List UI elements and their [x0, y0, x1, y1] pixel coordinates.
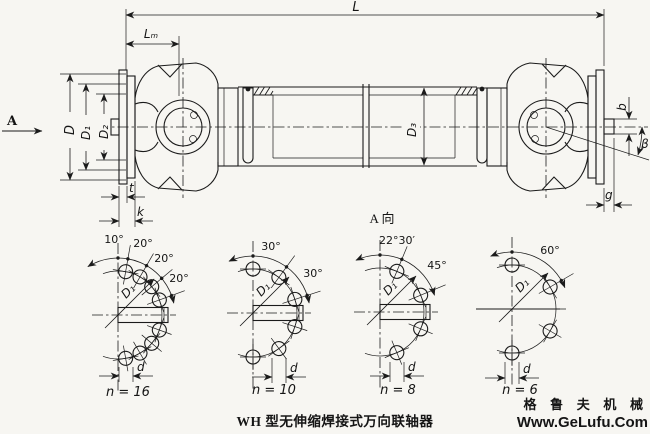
dim-swing-angle: β — [545, 126, 650, 161]
dim-hub-length: Lₘ — [125, 27, 180, 96]
left-grease-fitting — [242, 87, 254, 164]
dim-label-D3: D₃ — [405, 123, 419, 137]
angle-label: 30° — [261, 240, 281, 253]
view-a-title: A 向 — [370, 211, 395, 226]
hole-dia-label: d — [408, 360, 416, 374]
bolt-count-label: n = 16 — [106, 385, 150, 400]
dim-label-beta: β — [640, 137, 649, 151]
bolt-pattern-diagram-2: D₁ 30° 30° d n = 10 — [227, 240, 323, 398]
hole-dia-label: d — [290, 361, 298, 375]
bolt-circle-leader — [366, 275, 417, 326]
angle-label: 22°30′ — [379, 234, 415, 247]
right-grease-fitting — [476, 87, 488, 164]
bolt-circle-leader — [498, 272, 549, 323]
dim-spigot-b: b — [614, 97, 637, 156]
bolt-holes — [499, 257, 574, 366]
watermark-line1: 格 鲁 夫 机 械 — [524, 397, 648, 412]
dim-overall-length: L — [125, 0, 605, 70]
dim-label-t: t — [129, 181, 135, 195]
dim-hole-diameter: d — [252, 358, 306, 383]
angle-label: 45° — [427, 259, 447, 272]
angle-dimension-arc — [490, 249, 566, 289]
right-flange — [587, 69, 615, 185]
hole-dia-label: d — [523, 362, 531, 376]
hole-dia-label: d — [137, 360, 145, 374]
dim-label-D1: D₁ — [79, 126, 93, 140]
dim-hub-k: k — [99, 181, 153, 227]
bolt-holes — [112, 245, 185, 372]
bolt-pattern-diagram-1: D₁ 10° 20° 20° 20° d n = 16 — [87, 233, 189, 400]
dim-diameters-left: D D₁ D₂ — [60, 73, 126, 181]
angle-label: 20° — [133, 237, 153, 250]
dim-hole-diameter: d — [99, 360, 153, 382]
dim-label-D: D — [63, 125, 78, 135]
view-direction-arrow: A — [2, 114, 43, 135]
bolt-count-label: n = 8 — [380, 383, 416, 398]
angle-label: 20° — [169, 272, 189, 285]
main-assembly-view: A L Lₘ D — [2, 0, 650, 227]
bolt-holes — [384, 246, 446, 365]
dim-label-g: g — [605, 188, 613, 202]
dim-tube-diameter: D₃ — [404, 87, 428, 166]
right-weld-hatch — [455, 86, 478, 96]
bolt-circle-leader — [104, 278, 155, 329]
left-weld-hatch — [253, 86, 274, 96]
dim-label-b: b — [615, 103, 629, 111]
dim-label-D2: D₂ — [97, 125, 111, 139]
bolt-pattern-diagram-4: D₁ 60° d n = 6 — [476, 237, 574, 398]
angle-label: 20° — [154, 252, 174, 265]
left-yoke — [134, 58, 239, 198]
bolt-pattern-diagram-3: D₁ 22°30′ 45° d n = 8 — [354, 234, 447, 398]
angle-label: 30° — [303, 267, 323, 280]
dim-label-L: L — [352, 0, 359, 15]
dim-hole-diameter: d — [370, 360, 424, 382]
tube-shaft — [238, 84, 488, 168]
watermark-line2: Www.GeLufu.Com — [517, 414, 648, 431]
angle-label: 60° — [540, 244, 560, 257]
bolt-count-label: n = 10 — [252, 383, 296, 398]
dim-gap-g: g — [586, 138, 632, 212]
bolt-holes — [240, 255, 321, 370]
angle-dimension-arc — [228, 254, 312, 304]
view-arrow-label: A — [6, 114, 18, 129]
dim-flange-thickness-t: t — [101, 181, 145, 227]
dim-hole-diameter: d — [485, 362, 539, 384]
right-yoke — [486, 58, 589, 198]
angle-label: 10° — [104, 233, 124, 246]
bolt-count-label: n = 6 — [502, 383, 538, 398]
dim-label-Lm: Lₘ — [144, 27, 158, 41]
angle-dimension-arc — [87, 257, 176, 304]
figure-caption: WH 型无伸缩焊接式万向联轴器 — [237, 413, 434, 429]
bolt-circle-leader — [239, 276, 290, 327]
dim-label-k: k — [137, 205, 145, 219]
watermark: 格 鲁 夫 机 械 Www.GeLufu.Com — [517, 397, 648, 431]
